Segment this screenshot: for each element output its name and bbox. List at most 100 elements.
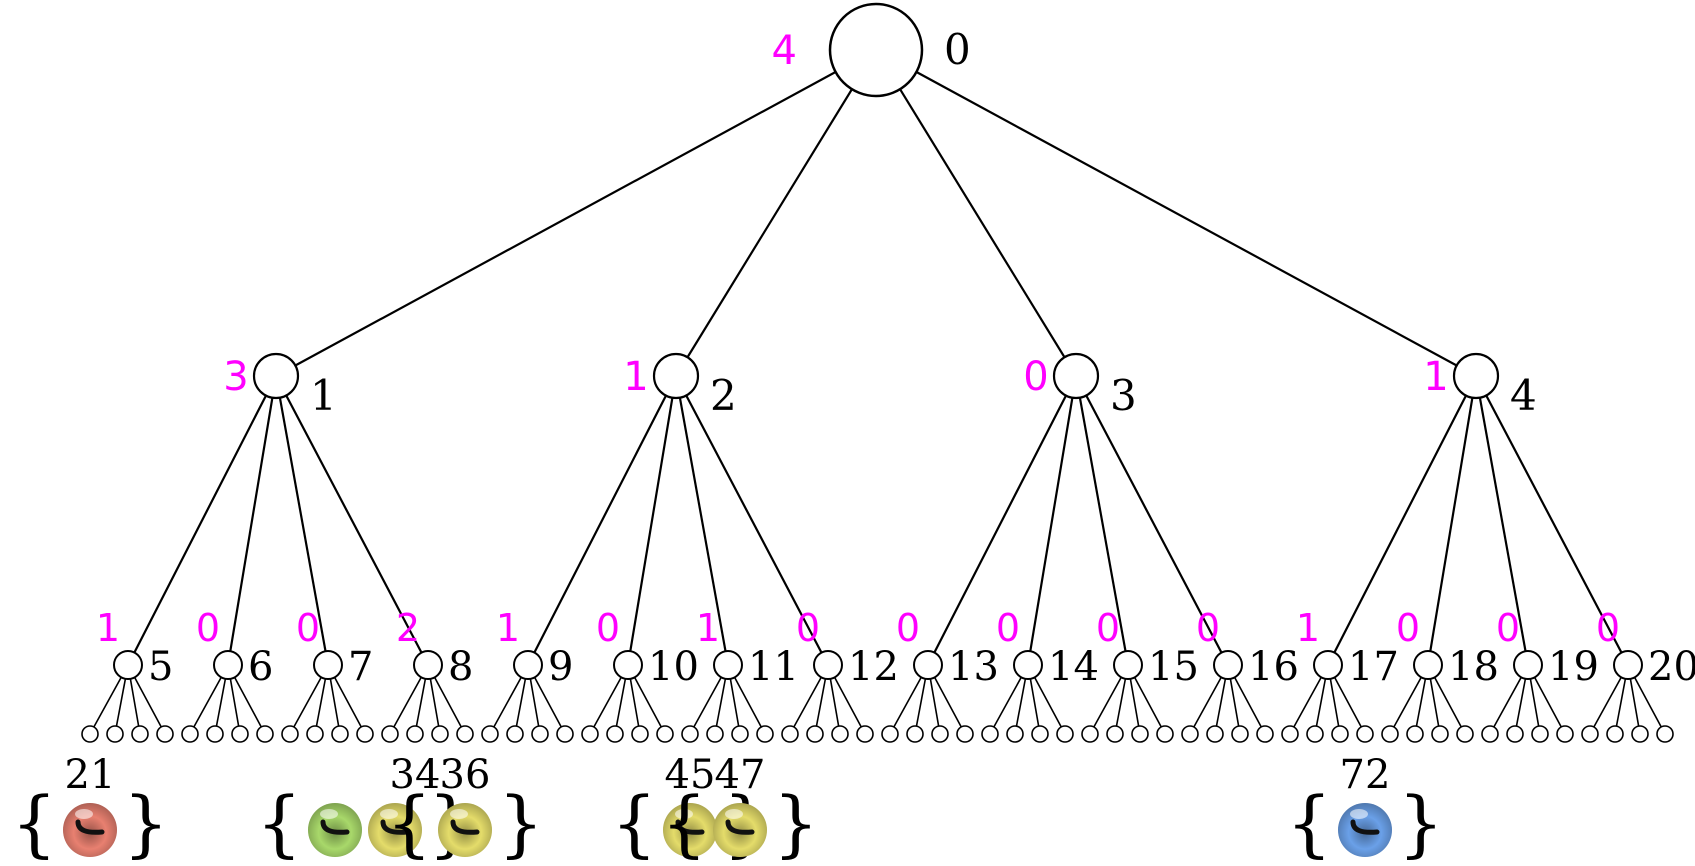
leaf-node-72 bbox=[1356, 725, 1374, 743]
node-12-id-label: 12 bbox=[848, 644, 899, 690]
leaf-node bbox=[381, 725, 399, 743]
node-2-count-label: 1 bbox=[623, 354, 648, 400]
edge-to-node-16 bbox=[1075, 375, 1229, 666]
leaf-node bbox=[531, 725, 549, 743]
leaf-node bbox=[1206, 725, 1224, 743]
edge-root-to-4 bbox=[875, 49, 1477, 377]
leaf-node bbox=[231, 725, 249, 743]
node-19 bbox=[1513, 650, 1543, 680]
edge-to-node-19 bbox=[1474, 375, 1530, 666]
leaf-node bbox=[1181, 725, 1199, 743]
node-14 bbox=[1013, 650, 1043, 680]
node-18-id-label: 18 bbox=[1448, 644, 1499, 690]
node-11-count-label: 1 bbox=[696, 606, 720, 650]
edge-to-node-6 bbox=[226, 375, 278, 666]
leaf-node bbox=[1106, 725, 1124, 743]
leaf-node bbox=[706, 725, 724, 743]
node-8-count-label: 2 bbox=[396, 606, 420, 650]
node-3-count-label: 0 bbox=[1023, 354, 1048, 400]
node-4 bbox=[1452, 352, 1500, 400]
edge-to-node-14 bbox=[1026, 375, 1078, 666]
node-4-count-label: 1 bbox=[1423, 354, 1448, 400]
node-18 bbox=[1413, 650, 1443, 680]
ball-mark bbox=[450, 819, 480, 835]
leaf-node bbox=[206, 725, 224, 743]
ball-highlight bbox=[675, 809, 693, 819]
node-12-count-label: 0 bbox=[796, 606, 820, 650]
node-13-count-label: 0 bbox=[896, 606, 920, 650]
root-node bbox=[828, 2, 924, 98]
leaf-node bbox=[1606, 725, 1624, 743]
leaf-node bbox=[1456, 725, 1474, 743]
leaf-node bbox=[306, 725, 324, 743]
leaf-node bbox=[831, 725, 849, 743]
node-17-count-label: 1 bbox=[1296, 606, 1320, 650]
node-8-id-label: 8 bbox=[448, 644, 473, 690]
node-19-count-label: 0 bbox=[1496, 606, 1520, 650]
node-3-id-label: 3 bbox=[1110, 371, 1137, 420]
leaf-node bbox=[1331, 725, 1349, 743]
node-2-id-label: 2 bbox=[710, 371, 737, 420]
node-5-id-label: 5 bbox=[148, 644, 173, 690]
leaf-node bbox=[1056, 725, 1074, 743]
leaf-node bbox=[856, 725, 874, 743]
ball-highlight bbox=[1350, 809, 1368, 819]
node-20 bbox=[1613, 650, 1643, 680]
node-14-id-label: 14 bbox=[1048, 644, 1099, 690]
node-6-id-label: 6 bbox=[248, 644, 273, 690]
leaf-72-id-label: 72 bbox=[1340, 752, 1391, 798]
node-7 bbox=[313, 650, 343, 680]
leaf-node bbox=[556, 725, 574, 743]
leaf-node bbox=[1531, 725, 1549, 743]
node-9-id-label: 9 bbox=[548, 644, 573, 690]
ball-highlight bbox=[320, 809, 338, 819]
edge-to-node-7 bbox=[274, 375, 330, 666]
edge-to-node-15 bbox=[1074, 375, 1130, 666]
leaf-node bbox=[1631, 725, 1649, 743]
node-11-id-label: 11 bbox=[748, 644, 799, 690]
set-open-brace: { bbox=[11, 781, 57, 865]
leaf-node bbox=[881, 725, 899, 743]
leaf-node bbox=[256, 725, 274, 743]
leaf-node bbox=[906, 725, 924, 743]
leaf-node-45 bbox=[681, 725, 699, 743]
leaf-node bbox=[1506, 725, 1524, 743]
leaf-node bbox=[1306, 725, 1324, 743]
set-close-brace: } bbox=[1398, 781, 1444, 865]
leaf-node bbox=[106, 725, 124, 743]
ball-mark bbox=[1350, 819, 1380, 835]
leaf-node bbox=[506, 725, 524, 743]
leaf-node bbox=[781, 725, 799, 743]
node-20-count-label: 0 bbox=[1596, 606, 1620, 650]
ball-highlight bbox=[450, 809, 468, 819]
edge-to-node-17 bbox=[1327, 375, 1477, 666]
set-close-brace: } bbox=[773, 781, 819, 865]
set-open-brace: { bbox=[661, 781, 707, 865]
leaf-47-id-label: 47 bbox=[715, 752, 766, 798]
leaf-node bbox=[1081, 725, 1099, 743]
leaf-45-id-label: 45 bbox=[665, 752, 716, 798]
edge-to-node-10 bbox=[626, 375, 678, 666]
ball-highlight bbox=[725, 809, 743, 819]
leaf-72-set: {} bbox=[1286, 781, 1444, 865]
node-5-count-label: 1 bbox=[96, 606, 120, 650]
set-open-brace: { bbox=[386, 781, 432, 865]
leaf-node bbox=[1556, 725, 1574, 743]
leaf-node bbox=[956, 725, 974, 743]
ball-highlight bbox=[380, 809, 398, 819]
node-15 bbox=[1113, 650, 1143, 680]
leaf-node bbox=[1481, 725, 1499, 743]
leaf-node bbox=[656, 725, 674, 743]
node-16-id-label: 16 bbox=[1248, 644, 1299, 690]
node-17-id-label: 17 bbox=[1348, 644, 1399, 690]
node-16-count-label: 0 bbox=[1196, 606, 1220, 650]
node-9-count-label: 1 bbox=[496, 606, 520, 650]
node-5 bbox=[113, 650, 143, 680]
leaf-node bbox=[1431, 725, 1449, 743]
leaf-node bbox=[1656, 725, 1674, 743]
node-1-count-label: 3 bbox=[223, 354, 248, 400]
node-20-id-label: 20 bbox=[1648, 644, 1695, 690]
ball-mark bbox=[380, 819, 410, 835]
node-2 bbox=[652, 352, 700, 400]
leaf-node bbox=[1281, 725, 1299, 743]
